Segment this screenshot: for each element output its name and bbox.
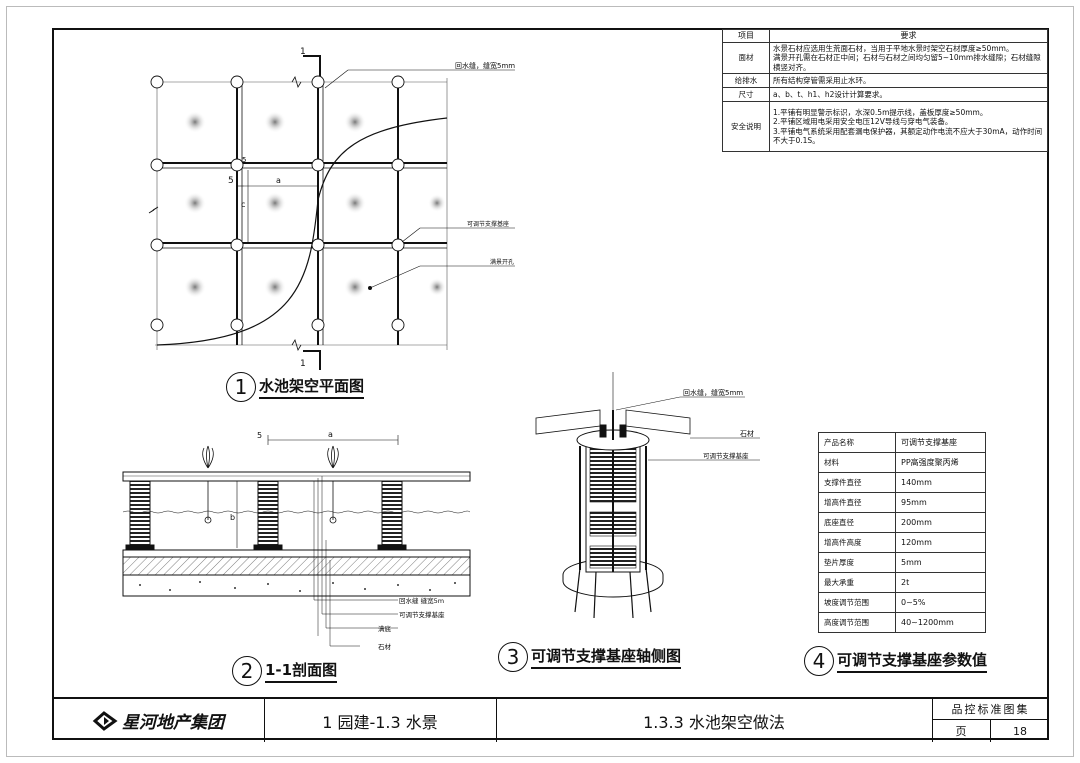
page-label: 页 <box>932 720 991 742</box>
caption-number: 2 <box>232 656 262 686</box>
param-key: 增高件直径 <box>818 492 896 513</box>
iso-stone-label: 石材 <box>740 429 754 438</box>
caption-text: 1-1剖面图 <box>265 659 338 683</box>
section-note: 石材 <box>378 642 392 651</box>
requirements-table: 项目 要求 面材 水景石材应选用生荒面石材，当用于平地水景时架空石材厚度≥50m… <box>722 29 1048 153</box>
param-key: 增高件高度 <box>818 532 896 553</box>
iso-drain-label: 回水缝，缝宽5mm <box>683 388 743 397</box>
caption-number: 1 <box>226 372 256 402</box>
param-value: 200mm <box>895 512 986 533</box>
param-key: 材料 <box>818 452 896 473</box>
param-key: 底座直径 <box>818 512 896 533</box>
caption-text: 水池架空平面图 <box>259 375 365 399</box>
page-number: 18 <box>1013 724 1027 738</box>
param-value: 可调节支撑基座 <box>895 432 986 453</box>
logo: 星河地产集团 <box>52 699 265 742</box>
req-text: 1.平铺有明显警示标识，水深0.5m提示线，盖板厚度≥50mm。 2.平铺区域用… <box>769 101 1048 153</box>
sheet-outer-border <box>6 6 1074 757</box>
plan-view <box>148 55 515 370</box>
plan-drain-label: 回水缝，缝宽5mm <box>455 61 515 70</box>
caption-number: 4 <box>804 646 834 676</box>
plan-labels: 回水缝，缝宽5mm 可调节支撑基座 满景开孔 a c 5 5 1 1 <box>228 47 515 369</box>
title-block: 星河地产集团 1 园建-1.3 水景 1.3.3 水池架空做法 品控标准图集 页… <box>52 697 1049 742</box>
param-value: 95mm <box>895 492 986 513</box>
section-mark-top: 1 <box>300 47 306 57</box>
caption-number: 3 <box>498 642 528 672</box>
caption-text: 可调节支撑基座参数值 <box>837 649 988 673</box>
iso-pedestal-label: 可调节支撑基座 <box>703 451 749 460</box>
dim-a-label: a <box>276 176 281 185</box>
caption-params: 4 可调节支撑基座参数值 <box>804 646 988 676</box>
param-value: 0~5% <box>895 592 986 613</box>
section-note: 满底 <box>378 624 392 633</box>
section-note: 回水缝 缝宽5m <box>399 596 444 605</box>
dim-5-label: 5 <box>228 176 234 186</box>
param-key: 坡度调节范围 <box>818 592 896 613</box>
param-value: 40~1200mm <box>895 612 986 633</box>
caption-section: 2 1-1剖面图 <box>232 656 338 686</box>
caption-text: 可调节支撑基座轴侧图 <box>531 645 682 669</box>
dim-5b-label: 5 <box>242 156 246 164</box>
param-key: 产品名称 <box>818 432 896 453</box>
plan-hole-label: 满景开孔 <box>490 258 514 266</box>
iso-labels: 回水缝，缝宽5mm 石材 可调节支撑基座 <box>683 388 754 460</box>
chapter-title: 1 园建-1.3 水景 <box>264 699 497 742</box>
req-text: 水景石材应选用生荒面石材，当用于平地水景时架空石材厚度≥50mm。 满景开孔需在… <box>769 41 1048 75</box>
caption-plan: 1 水池架空平面图 <box>226 372 365 402</box>
logo-icon <box>92 710 118 731</box>
section-dim-a: a <box>328 430 333 439</box>
param-value: 140mm <box>895 472 986 493</box>
section-labels: 5 a b 回水缝 缝宽5m 可调节支撑基座 满底 石材 <box>230 430 445 651</box>
param-value: PP高强度聚丙烯 <box>895 452 986 473</box>
iso-pedestal <box>535 372 760 619</box>
param-value: 120mm <box>895 532 986 553</box>
sheet-info: 品控标准图集 页 18 <box>932 699 1049 742</box>
plan-pedestal-label: 可调节支撑基座 <box>467 220 509 228</box>
section-view <box>122 435 471 647</box>
drawing-frame <box>52 28 1049 740</box>
section-mark-bottom: 1 <box>300 359 306 369</box>
param-key: 高度调节范围 <box>818 612 896 633</box>
caption-iso: 3 可调节支撑基座轴侧图 <box>498 642 682 672</box>
param-value: 2t <box>895 572 986 593</box>
param-value: 5mm <box>895 552 986 573</box>
param-key: 垫片厚度 <box>818 552 896 573</box>
section-note: 可调节支撑基座 <box>399 610 445 619</box>
dim-c-label: c <box>241 200 245 209</box>
section-title: 1.3.3 水池架空做法 <box>496 699 933 742</box>
section-dim-b: b <box>230 513 235 522</box>
param-key: 最大承重 <box>818 572 896 593</box>
req-item: 面材 <box>722 41 770 75</box>
section-dim-5: 5 <box>257 431 262 440</box>
logo-text: 星河地产集团 <box>122 713 224 733</box>
param-key: 支撑件直径 <box>818 472 896 493</box>
set-name: 品控标准图集 <box>932 699 1049 720</box>
req-item: 安全说明 <box>722 101 770 153</box>
